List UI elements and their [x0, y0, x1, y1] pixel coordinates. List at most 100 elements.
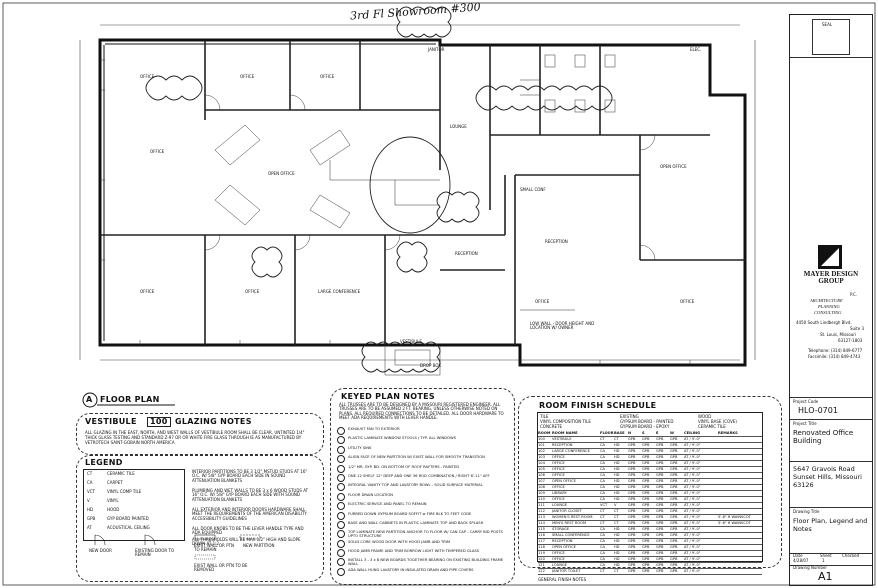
finish-cell	[718, 473, 760, 478]
finish-cell: GPB	[656, 563, 664, 567]
finish-cell: OFFICE	[552, 473, 565, 477]
finish-cell: CA	[600, 533, 605, 537]
finish-cell: GPB	[642, 563, 650, 567]
finish-cell: GPB	[670, 551, 678, 555]
finish-cell: AT / 9'-0"	[684, 551, 701, 555]
keyed-note-text: 1/2" MR. GYP. BD. ON BOTTOM OF ROOF RAFT…	[348, 464, 460, 469]
key-left: TILE	[540, 414, 549, 419]
finish-cell: GPB	[628, 521, 636, 525]
project-title-cell: Project Title Renovated Office Building	[790, 419, 872, 462]
keyed-note-number	[337, 558, 345, 567]
drawing-number: A1	[818, 570, 833, 583]
finish-cell: GPB	[628, 491, 636, 495]
keyed-note-number	[337, 473, 345, 482]
finish-cell: GPB	[670, 503, 678, 507]
finish-cell: HD	[614, 545, 620, 549]
keyed-note-text: PLASTIC LAMINATE WINDOW STOOLS / TYP. AL…	[348, 436, 456, 441]
legend: LEGEND CT CERAMIC TILE CA CARPET VCT VIN…	[76, 455, 324, 582]
finish-cell: GPB	[642, 509, 650, 513]
room-label: SMALL CONF	[520, 187, 546, 192]
finish-cell: HD	[614, 467, 620, 471]
finish-cell: WOMEN'S REST ROOM	[552, 515, 593, 519]
finish-cell: GPB	[642, 515, 650, 519]
finish-cell: 107	[538, 479, 545, 483]
finish-cell	[718, 545, 760, 550]
legend-code: HD	[87, 507, 94, 512]
finish-cell: AT / 9'-0"	[684, 521, 701, 525]
keyed-note-text: INSTALL 3 - 3 x 8 NEW BOARDS TOGETHER BE…	[348, 558, 504, 567]
firm-address: 63127-1803	[838, 338, 863, 343]
finish-header-cell: W	[670, 431, 674, 435]
finish-cell: GPB	[642, 545, 650, 549]
room-label: RECEPTION	[545, 239, 568, 244]
finish-cell: GPB	[670, 443, 678, 447]
finish-cell: GPB	[670, 497, 678, 501]
legend-code: V	[87, 498, 90, 503]
key-left: CONCRETE	[540, 424, 563, 429]
finish-cell: GPB	[670, 521, 678, 525]
finish-cell: GPB	[656, 533, 664, 537]
room-label: OFFICE	[150, 149, 165, 154]
finish-cell: GPB	[642, 467, 650, 471]
finish-cell: 112	[538, 509, 545, 513]
finish-cell: HD	[614, 557, 620, 561]
finish-cell: GPB	[656, 485, 664, 489]
finish-cell: GPB	[656, 449, 664, 453]
finish-cell: 109	[538, 491, 545, 495]
keyed-note-item: INSTALL 3 - 3 x 8 NEW BOARDS TOGETHER BE…	[337, 558, 507, 567]
keyed-note-text: FURRED DOWN GYPSUM BOARD SOFFIT w FIRE B…	[348, 511, 472, 516]
finish-cell: STORAGE	[552, 527, 570, 531]
room-label: OPEN OFFICE	[268, 171, 295, 176]
finish-cell: CA	[600, 539, 605, 543]
finish-cell: GPB	[628, 455, 636, 459]
room-label: OFFICE	[245, 289, 260, 294]
keyed-note-text: TOP LAMINATE NEW PARTITION ANCHOR TO FLO…	[348, 530, 503, 539]
finish-cell: GPB	[628, 437, 636, 441]
finish-cell: HD	[614, 539, 620, 543]
finish-cell: GPB	[670, 563, 678, 567]
firm-address: St. Louis, Missouri	[820, 332, 856, 337]
finish-cell: LARGE CONFERENCE	[552, 449, 590, 453]
finish-cell: AT / 9'-0"	[684, 473, 701, 477]
key-mid: GYPSUM BOARD - EPOXY	[620, 424, 670, 429]
finish-cell: GPB	[628, 443, 636, 447]
firm-logo-icon	[818, 245, 842, 269]
finish-cell: GPB	[642, 503, 650, 507]
finish-cell: HD	[614, 533, 620, 537]
finish-cell: GPB	[656, 461, 664, 465]
finish-cell: HD	[614, 449, 620, 453]
finish-header-cell: FLOOR	[600, 431, 614, 435]
firm-suffix: P.C.	[850, 292, 858, 297]
finish-cell	[718, 491, 760, 496]
finish-footer: GENERAL FINISH NOTES	[538, 577, 587, 582]
keyed-note-item: TOP LAMINATE NEW PARTITION ANCHOR TO FLO…	[337, 530, 507, 539]
legend-title: LEGEND	[85, 458, 123, 467]
key-mid: GYPSUM BOARD - PAINTED	[620, 419, 674, 424]
legend-desc: HOOD	[107, 507, 120, 512]
checked-label: Checked	[842, 553, 860, 558]
finish-cell: GPB	[656, 569, 664, 573]
legend-table	[83, 469, 185, 541]
finish-cell: GPB	[628, 461, 636, 465]
finish-cell: CT	[600, 521, 605, 525]
key-mid: EXISTING	[620, 414, 639, 419]
finish-cell: GPB	[642, 533, 650, 537]
finish-cell: 115	[538, 527, 545, 531]
project-code-cell: Project Code HLO-0701	[790, 397, 872, 420]
legend-code: GPB	[87, 516, 96, 521]
finish-cell: GPB	[670, 491, 678, 495]
legend-code: CA	[87, 480, 93, 485]
finish-cell: GPB	[642, 455, 650, 459]
keyed-note-text: ALIGN FACE OF NEW PARTITION W/ EXIST WAL…	[348, 455, 485, 460]
legend-code: AT	[87, 525, 92, 530]
legend-code: VCT	[87, 489, 95, 494]
key-right: WOOD	[698, 414, 712, 419]
finish-cell: RECEPTION	[552, 443, 573, 447]
finish-cell	[718, 527, 760, 532]
legend-desc: VINYL COMP TILE	[107, 489, 142, 494]
finish-cell: GPB	[670, 545, 678, 549]
finish-cell: GPB	[670, 515, 678, 519]
